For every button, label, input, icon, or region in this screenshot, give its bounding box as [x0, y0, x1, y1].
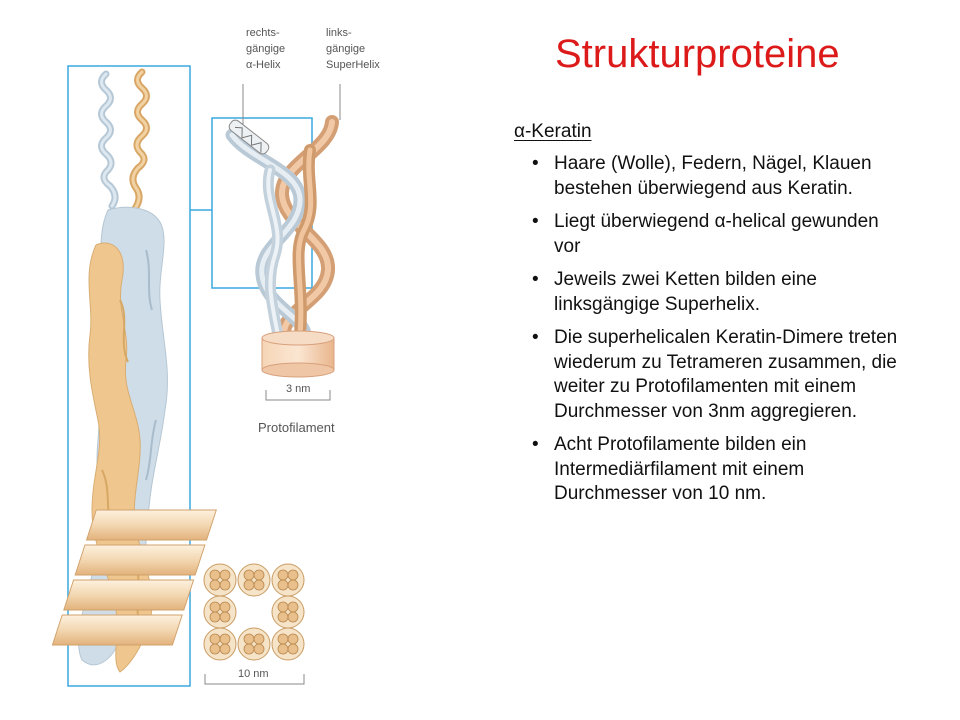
slide-title: Strukturproteine: [555, 32, 840, 76]
label-left-handed-superhelix: links- gängige SuperHelix: [326, 27, 380, 71]
label-right-handed-helix: rechts- gängige α-Helix: [246, 27, 288, 71]
label-protofilament: Protofilament: [258, 420, 335, 435]
label-right-helix-line1: rechts-: [246, 27, 280, 39]
bullet-item: • Die superhelicalen Keratin-Dimere trete…: [532, 326, 904, 424]
bullet-text: Haare (Wolle), Federn, Nägel, Klauen bes…: [554, 153, 872, 199]
protofilament-base: [261, 330, 335, 378]
bullet-marker: •: [532, 211, 539, 232]
scale-bracket-10nm: [204, 674, 305, 685]
scale-bracket-3nm: [265, 390, 331, 401]
bullet-text: Liegt überwiegend α-helical gewunden vor: [554, 211, 879, 257]
intermediate-filament-bundle: [51, 509, 305, 661]
bullet-text: Die superhelicalen Keratin-Dimere treten…: [554, 327, 898, 422]
bullet-marker: •: [532, 327, 539, 348]
protofilament-superhelix: [225, 115, 339, 342]
label-10nm: 10 nm: [238, 668, 269, 680]
bullet-marker: •: [532, 153, 539, 174]
bullet-text: Acht Protofilamente bilden ein Intermedi…: [554, 434, 807, 504]
label-3nm: 3 nm: [286, 383, 310, 395]
bullet-list: • Haare (Wolle), Federn, Nägel, Klauen be…: [532, 152, 904, 516]
bullet-marker: •: [532, 269, 539, 290]
bullet-text: Jeweils zwei Ketten bilden eine linksgän…: [554, 269, 817, 315]
left-panel-frame: [67, 65, 191, 687]
alpha-helix-detail: [228, 119, 270, 155]
label-left-superhelix-line2: gängige: [326, 43, 365, 55]
filament-rods: [51, 509, 217, 646]
bullet-item: • Acht Protofilamente bilden ein Intermed…: [532, 433, 904, 507]
alpha-helix-pair: [98, 68, 150, 214]
bullet-item: • Liegt überwiegend α-helical gewunden vo…: [532, 210, 904, 259]
section-subheading: α-Keratin: [514, 121, 592, 142]
bullet-item: • Haare (Wolle), Federn, Nägel, Klauen be…: [532, 152, 904, 201]
filament-end-caps: [203, 563, 305, 661]
bullet-item: • Jeweils zwei Ketten bilden eine linksgä…: [532, 268, 904, 317]
label-left-superhelix-line3: SuperHelix: [326, 59, 380, 71]
bullet-marker: •: [532, 434, 539, 455]
label-right-helix-line3: α-Helix: [246, 59, 281, 71]
label-left-superhelix-line1: links-: [326, 27, 352, 39]
label-right-helix-line2: gängige: [246, 43, 285, 55]
